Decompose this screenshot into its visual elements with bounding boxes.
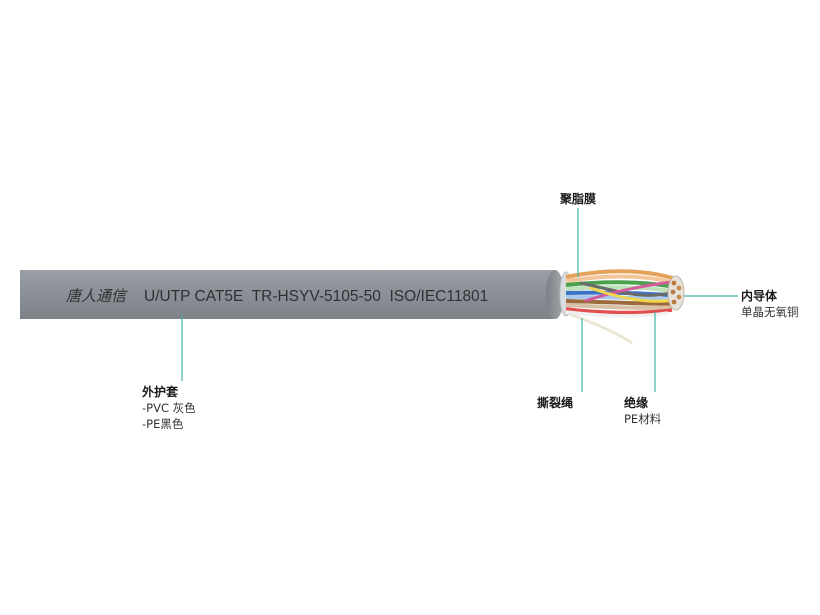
- leader-lines: [181, 208, 738, 392]
- label-conductor-line-1: 单晶无氧铜: [741, 305, 799, 319]
- label-conductor-title: 内导体: [741, 289, 778, 303]
- label-insulation-title: 绝缘: [624, 396, 649, 410]
- label-film-title: 聚脂膜: [560, 192, 597, 206]
- label-insulation-line-1: PE材料: [624, 412, 662, 426]
- cable-print-text: U/UTP CAT5E TR-HSYV-5105-50 ISO/IEC11801: [144, 288, 488, 305]
- label-ripcord: 撕裂绳: [537, 395, 573, 411]
- jacket-cut-end: [546, 270, 564, 319]
- label-jacket-line-2: -PE黑色: [142, 417, 184, 431]
- wire-bundle: [565, 269, 685, 318]
- label-film: 聚脂膜: [560, 191, 596, 207]
- label-jacket: 外护套 -PVC 灰色 -PE黑色: [142, 384, 196, 432]
- label-conductor: 内导体 单晶无氧铜: [741, 288, 799, 320]
- ripcord: [569, 312, 633, 345]
- brand-logo-text: 唐人通信: [66, 287, 128, 305]
- cable-jacket: [20, 270, 554, 319]
- label-insulation: 绝缘 PE材料: [624, 395, 661, 427]
- label-jacket-title: 外护套: [142, 385, 179, 399]
- label-ripcord-title: 撕裂绳: [537, 396, 574, 410]
- label-jacket-line-1: -PVC 灰色: [142, 401, 196, 415]
